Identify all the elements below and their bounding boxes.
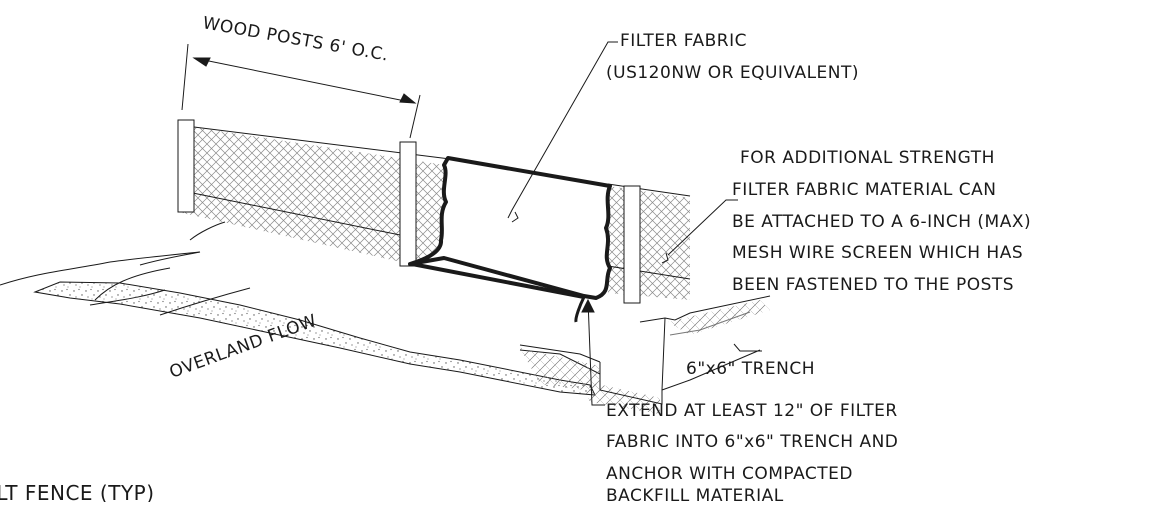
filter-fabric <box>408 156 612 323</box>
caption-silt-fence: ILT FENCE (TYP) <box>0 481 155 502</box>
label-strength-2: FILTER FABRIC MATERIAL CAN <box>732 180 997 200</box>
label-strength-3: BE ATTACHED TO A 6-INCH (MAX) <box>732 212 1031 232</box>
wood-posts <box>177 119 641 304</box>
label-extend-3: ANCHOR WITH COMPACTED <box>606 464 853 484</box>
wood-post-3 <box>623 185 641 304</box>
wood-post-2 <box>399 141 417 267</box>
wood-post-1 <box>177 119 195 213</box>
label-strength-4: MESH WIRE SCREEN WHICH HAS <box>732 243 1023 263</box>
gravel-strip <box>33 281 596 396</box>
mesh-wire-screen <box>177 124 691 300</box>
trench-soil-hatch <box>520 300 770 392</box>
label-strength-5: BEEN FASTENED TO THE POSTS <box>732 275 1014 295</box>
label-extend-4: BACKFILL MATERIAL <box>606 486 784 502</box>
label-strength-1: FOR ADDITIONAL STRENGTH <box>740 148 995 168</box>
label-filter-fabric-1: FILTER FABRIC <box>620 31 747 51</box>
label-trench: 6"x6" TRENCH <box>686 359 815 379</box>
leader-lines <box>507 41 762 406</box>
label-extend-2: FABRIC INTO 6"x6" TRENCH AND <box>606 432 898 452</box>
label-wood-posts: WOOD POSTS 6' O.C. <box>201 13 390 65</box>
label-extend-1: EXTEND AT LEAST 12" OF FILTER <box>606 401 898 421</box>
post-spacing-dimension <box>181 43 421 139</box>
label-filter-fabric-2: (US120NW OR EQUIVALENT) <box>606 63 859 83</box>
